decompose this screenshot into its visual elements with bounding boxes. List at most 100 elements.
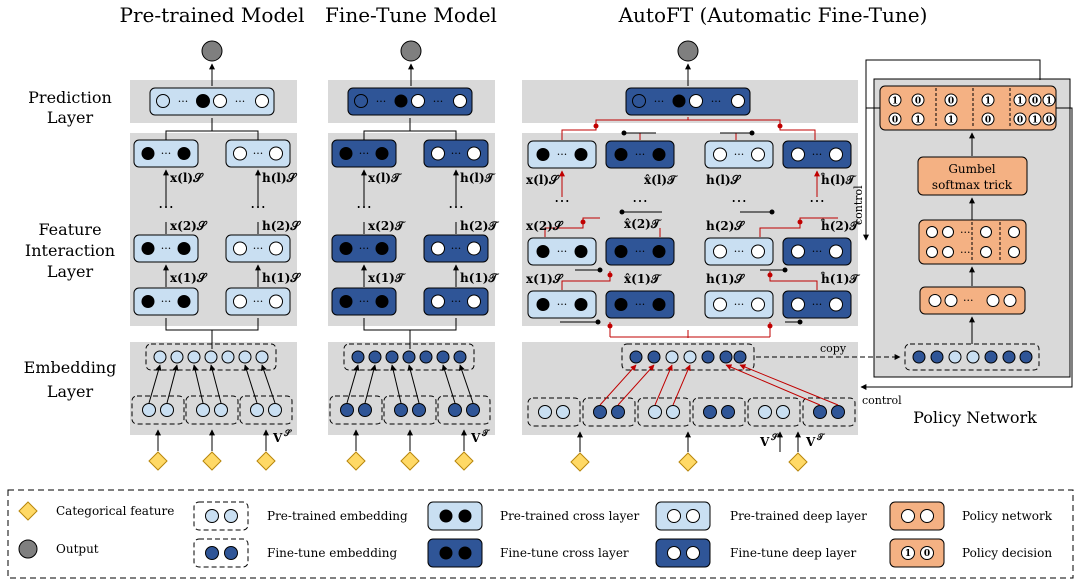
ft-connector-bottom (363, 318, 457, 349)
autoft-red-switches-top (561, 117, 816, 140)
svg-text:Fine-tune deep layer: Fine-tune deep layer (730, 546, 856, 560)
svg-text:𝒮: 𝒮 (283, 428, 292, 439)
svg-text:···: ··· (359, 242, 370, 255)
policy-bit-circle (888, 112, 902, 126)
policy-network-title: Policy Network (913, 408, 1037, 427)
svg-text:···: ··· (433, 95, 444, 108)
autoft-ft-cross-1: ··· (605, 290, 675, 319)
policy-bit-value: 0 (1032, 97, 1038, 107)
svg-text:···: ··· (359, 295, 370, 308)
pre-deep-box-2: ··· (225, 234, 291, 263)
svg-text:Fine-tune cross layer: Fine-tune cross layer (500, 546, 629, 560)
output-circle-ft (400, 40, 422, 62)
policy-bit-circle (1042, 93, 1056, 107)
autoft-embedding-arrows (599, 364, 839, 406)
layer-word: Layer (47, 382, 94, 401)
autoft-ft-cross-2: ··· (605, 237, 675, 266)
autoft-embedding-fields (527, 397, 856, 427)
feature-word: Feature (38, 220, 101, 239)
legend-ft-emb: Fine-tune embedding (193, 538, 397, 568)
svg-text:···: ··· (557, 148, 568, 161)
svg-text:···: ··· (711, 95, 722, 108)
ft-embedding-arrows (346, 364, 474, 404)
legend-pre-emb: Pre-trained embedding (193, 501, 408, 531)
autoft-embedding-concat (621, 343, 755, 371)
ft-embedding-fields (329, 395, 491, 425)
autoft-label-xl-s: x(l)𝒮 (526, 173, 560, 187)
svg-text:Pre-trained deep layer: Pre-trained deep layer (730, 509, 867, 523)
ft-v-label: V (470, 431, 481, 445)
svg-text:···: ··· (253, 242, 264, 255)
pre-v-label: V (272, 431, 283, 445)
policy-bit-circle (911, 112, 925, 126)
gumbel-box: Gumbel softmax trick (917, 156, 1028, 196)
policy-bit-value: 0 (915, 97, 921, 107)
ft-label-hl: h(l)𝒯 (460, 171, 496, 185)
ft-label-h2: h(2)𝒯 (460, 219, 499, 233)
control-label-side: control (852, 185, 865, 225)
ft-vdots-h: ⋯ (448, 197, 464, 216)
policy-bit-value: 1 (1017, 97, 1023, 107)
policy-bit-circle (1042, 112, 1056, 126)
svg-text:Policy decision: Policy decision (962, 546, 1052, 560)
policy-bit-circle (944, 112, 958, 126)
layer-word: Layer (47, 262, 94, 281)
gumbel-line2: softmax trick (932, 178, 1013, 192)
autoft-pre-cross-2: ··· (527, 237, 597, 266)
autoft-label-x2-s: x(2)𝒮 (526, 219, 564, 233)
policy-bit-value: 0 (985, 116, 991, 126)
svg-text:···: ··· (451, 147, 462, 160)
legend-output: Output (18, 539, 99, 559)
pre-label-h2: h(2)𝒮 (262, 219, 301, 233)
policy-mlp-box: ··· (919, 286, 1026, 315)
svg-text:···: ··· (812, 245, 823, 258)
svg-text:𝒯: 𝒯 (816, 432, 826, 443)
autoft-label-x1-s: x(1)𝒮 (526, 272, 564, 286)
embedding-word: Embedding (24, 358, 117, 377)
legend-ft-deep: Fine-tune deep layer (655, 538, 856, 568)
svg-text:···: ··· (178, 95, 189, 108)
autoft-ft-cross-l: ··· (605, 140, 675, 169)
autoft-vdots-1: ⋯ (554, 191, 570, 210)
autoft-switch-knobs-mid (560, 209, 803, 329)
autoft-vdots-3: ⋯ (731, 191, 747, 210)
svg-text:···: ··· (253, 295, 264, 308)
ft-label-xl: x(l)𝒯 (368, 171, 402, 185)
output-circle-pre (201, 40, 223, 62)
pre-cross-box-1: ··· (133, 287, 199, 316)
layer-word: Layer (47, 108, 94, 127)
legend-pre-cross: Pre-trained cross layer (427, 501, 640, 531)
policy-decision-box (879, 85, 1057, 131)
svg-text:Fine-tune embedding: Fine-tune embedding (267, 546, 397, 560)
svg-text:···: ··· (812, 298, 823, 311)
pre-embedding-fields (131, 395, 293, 425)
ft-label-x2: x(2)𝒯 (368, 219, 406, 233)
svg-text:···: ··· (654, 95, 665, 108)
pre-vdots-h: ⋯ (250, 197, 266, 216)
pre-input-features: V 𝒮 (148, 428, 292, 471)
svg-text:···: ··· (635, 245, 646, 258)
ft-input-features: V 𝒯 (346, 428, 491, 471)
autoft-pre-cross-l: ··· (527, 140, 597, 169)
policy-bit-value: 1 (985, 97, 991, 107)
ft-cross-box-1: ··· (331, 287, 397, 316)
pre-cross-box-l: ··· (133, 139, 199, 168)
svg-text:Categorical feature: Categorical feature (56, 504, 174, 518)
svg-text:Output: Output (56, 542, 99, 556)
control-label-bottom: control (862, 394, 902, 407)
autoft-v-source: V (759, 435, 770, 449)
autoft-pre-deep-1: ··· (704, 290, 774, 319)
policy-bit-circle (1013, 112, 1027, 126)
pre-label-xl: x(l)𝒮 (170, 171, 204, 185)
svg-text:···: ··· (451, 295, 462, 308)
ft-prediction-box: ··· ··· (347, 87, 473, 116)
svg-text:0: 0 (924, 549, 930, 559)
control-line-top (865, 59, 1041, 109)
svg-text:Pre-trained embedding: Pre-trained embedding (267, 509, 408, 523)
layer-label-embedding: Embedding Layer (24, 358, 117, 401)
layer-label-feature: Feature Interaction Layer (25, 220, 115, 281)
policy-bit-circle (981, 93, 995, 107)
